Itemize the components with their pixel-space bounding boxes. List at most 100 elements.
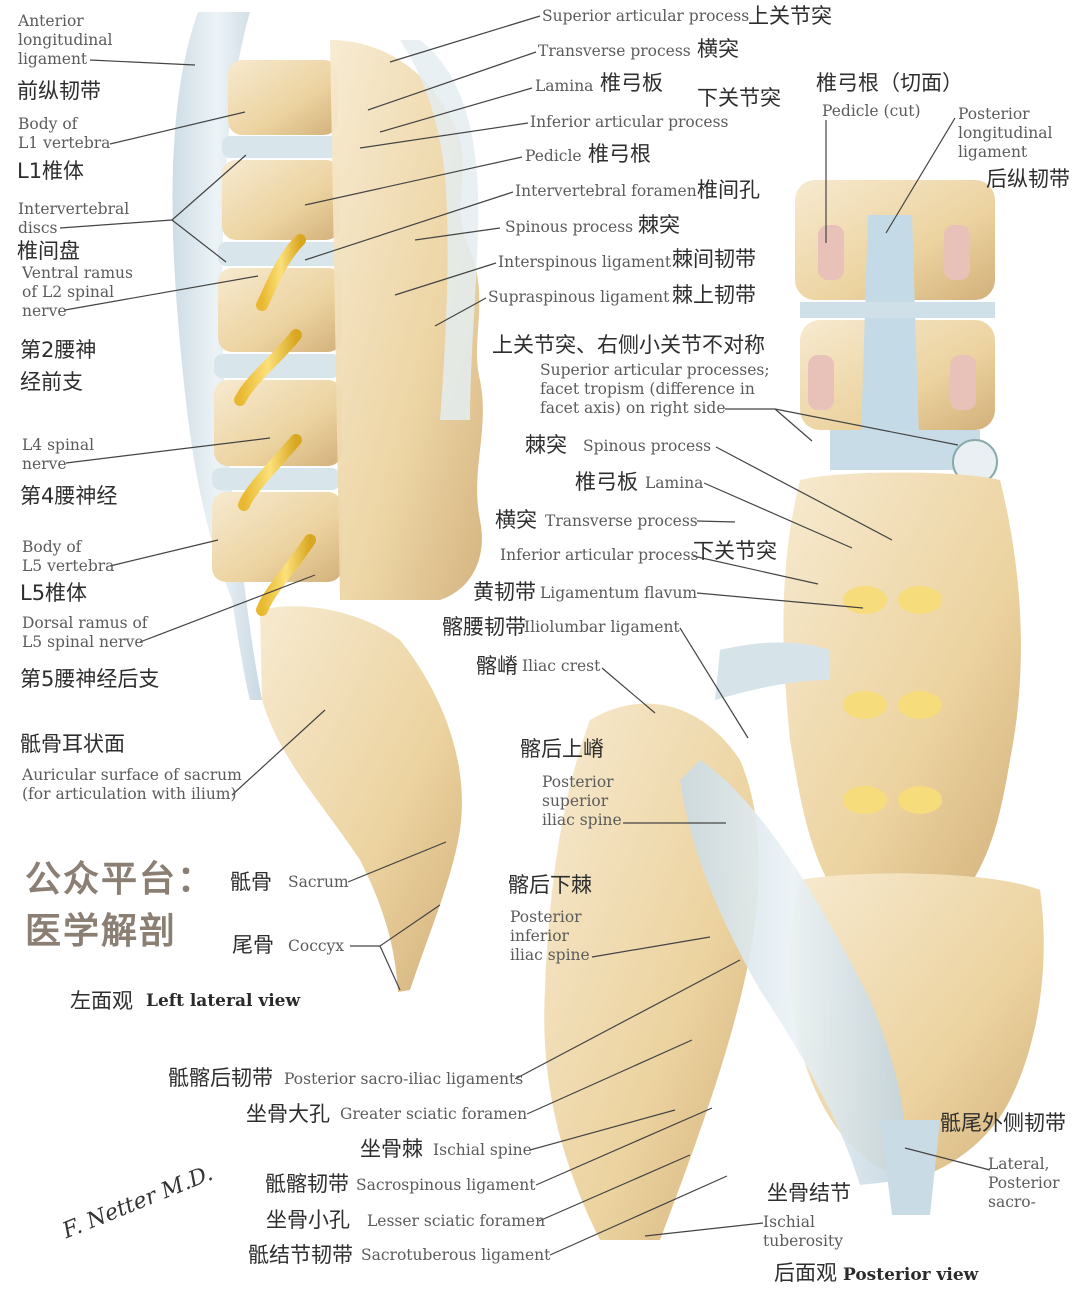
- label-ischial-spine-en: Ischial spine: [433, 1141, 532, 1159]
- label-posterior-spinous-process-cn: 棘突: [525, 433, 567, 457]
- watermark-line-2: 医学解剖: [25, 911, 178, 952]
- label-spinous-process-cn: 棘突: [638, 213, 680, 237]
- posterior-view-caption-en: Posterior view: [843, 1265, 979, 1285]
- intervertebral-disc: [214, 354, 340, 378]
- label-sacrospinous-ligament-en: Sacrospinous ligament: [356, 1176, 536, 1194]
- label-supraspinous-ligament-cn: 棘上韧带: [672, 283, 756, 307]
- label-sacrotuberous-ligament-en: Sacrotuberous ligament: [361, 1246, 551, 1264]
- label-superior-articular-process-cn: 上关节突: [748, 4, 832, 28]
- label-ischial-tuberosity-en: Ischial tuberosity: [763, 1213, 843, 1250]
- label-sacrum-en: Sacrum: [288, 873, 349, 891]
- label-posterior-lamina-en: Lamina: [645, 474, 704, 492]
- vertebral-body-l1: [228, 60, 338, 135]
- label-lamina-cn: 椎弓板: [600, 71, 663, 95]
- label-intervertebral-discs-en: Intervertebral discs: [18, 200, 130, 237]
- label-posterior-longitudinal-ligament-en: Posterior longitudinal ligament: [958, 105, 1053, 161]
- pedicle-cut-marrow: [818, 225, 844, 280]
- label-body-l1-cn: L1椎体: [17, 159, 85, 183]
- spinal-nerves-left: [234, 234, 316, 616]
- iliolumbar-ligament: [715, 642, 830, 700]
- posterior-elements: [330, 40, 483, 600]
- label-body-l1-en: Body of L1 vertebra: [18, 115, 111, 152]
- label-anterior-longitudinal-ligament-cn: 前纵韧带: [17, 79, 101, 103]
- label-inferior-articular-process-en: Inferior articular process: [530, 113, 729, 131]
- label-piis-cn: 髂后下棘: [508, 873, 592, 897]
- label-ligamentum-flavum-en: Ligamentum flavum: [540, 584, 698, 602]
- intervertebral-disc: [212, 468, 340, 490]
- vertebral-body-l3: [218, 268, 342, 352]
- label-sacrotuberous-ligament-cn: 骶结节韧带: [248, 1243, 353, 1267]
- watermark-line-1: 公众平台：: [25, 859, 216, 900]
- label-body-l5-cn: L5椎体: [20, 581, 88, 605]
- intervertebral-disc: [218, 242, 340, 266]
- posterior-longitudinal-ligament: [860, 215, 920, 470]
- label-posterior-transverse-process-cn: 横突: [495, 508, 537, 532]
- label-posterior-lamina-cn: 椎弓板: [575, 470, 638, 494]
- label-lateral-posterior-sacrococcygeal-en: Lateral, Posterior sacro-: [988, 1155, 1060, 1211]
- label-posterior-longitudinal-ligament-cn: 后纵韧带: [986, 167, 1070, 191]
- label-ligamentum-flavum-cn: 黄韧带: [473, 580, 536, 604]
- label-interspinous-ligament-en: Interspinous ligament: [498, 253, 672, 271]
- label-anterior-longitudinal-ligament-en: Anterior longitudinal ligament: [18, 12, 113, 68]
- ligamentum-flavum: [843, 586, 942, 814]
- label-l4-spinal-nerve-cn: 第4腰神经: [20, 484, 118, 508]
- lumbar-posterior-column: [783, 472, 1021, 900]
- label-body-l5-en: Body of L5 vertebra: [22, 538, 115, 575]
- vertebral-body-l2: [222, 160, 340, 240]
- label-auricular-surface-cn: 骶骨耳状面: [20, 732, 125, 756]
- posterior-disc: [800, 302, 995, 318]
- intervertebral-disc: [222, 136, 338, 158]
- label-ventral-ramus-l2-cn: 第2腰神 经前支: [20, 338, 97, 394]
- leader-lines: [59, 15, 991, 1256]
- label-dorsal-ramus-l5-cn: 第5腰神经后支: [20, 667, 160, 691]
- label-dorsal-ramus-l5-en: Dorsal ramus of L5 spinal nerve: [22, 614, 148, 651]
- label-pedicle-cut-cn: 椎弓根（切面）: [816, 71, 963, 95]
- label-ventral-ramus-l2-en: Ventral ramus of L2 spinal nerve: [22, 264, 133, 320]
- label-inferior-articular-process-cn: 下关节突: [697, 86, 781, 110]
- pedicle-cut-marrow: [944, 225, 970, 280]
- label-coccyx-en: Coccyx: [288, 937, 345, 955]
- label-auricular-surface-en: Auricular surface of sacrum (for articul…: [22, 766, 242, 803]
- vertebral-body-l4: [214, 380, 342, 466]
- label-iliolumbar-ligament-cn: 髂腰韧带: [442, 615, 526, 639]
- label-piis-en: Posterior inferior iliac spine: [510, 908, 590, 964]
- label-supraspinous-ligament-en: Supraspinous ligament: [488, 288, 670, 306]
- label-intervertebral-foramen-en: Intervertebral foramen: [515, 182, 697, 200]
- left-view-caption-en: Left lateral view: [146, 991, 301, 1011]
- sacrotuberous-ligament: [680, 760, 907, 1185]
- label-spinous-process-en: Spinous process: [505, 218, 634, 236]
- posterior-spine: [544, 180, 1044, 1240]
- label-lesser-sciatic-foramen-en: Lesser sciatic foramen: [367, 1212, 546, 1230]
- label-facet-tropism-en: Superior articular processes; facet trop…: [540, 361, 770, 417]
- label-lateral-posterior-sacrococcygeal-cn: 骶尾外侧韧带: [940, 1111, 1066, 1135]
- label-intervertebral-foramen-cn: 椎间孔: [697, 178, 760, 202]
- label-interspinous-ligament-cn: 棘间韧带: [672, 247, 756, 271]
- sacrum-coccyx: [260, 606, 462, 992]
- label-posterior-sacroiliac-cn: 骶髂后韧带: [168, 1066, 273, 1090]
- label-lamina-en: Lamina: [535, 77, 594, 95]
- label-sacrospinous-ligament-cn: 骶髂韧带: [265, 1172, 349, 1196]
- label-coccyx-cn: 尾骨: [232, 933, 274, 957]
- label-facet-tropism-cn: 上关节突、右侧小关节不对称: [492, 333, 765, 357]
- label-ischial-spine-cn: 坐骨棘: [360, 1137, 423, 1161]
- label-pedicle-en: Pedicle: [525, 147, 582, 165]
- label-posterior-spinous-process-en: Spinous process: [583, 437, 712, 455]
- label-intervertebral-discs-cn: 椎间盘: [17, 239, 80, 263]
- label-psis-en: Posterior superior iliac spine: [542, 773, 622, 829]
- label-sacrum-cn: 骶骨: [230, 870, 272, 894]
- label-psis-cn: 髂后上嵴: [520, 737, 604, 761]
- pedicle-cut-marrow: [950, 355, 976, 410]
- label-transverse-process-cn: 横突: [697, 37, 739, 61]
- label-posterior-inferior-articular-process-cn: 下关节突: [693, 539, 777, 563]
- label-iliac-crest-en: Iliac crest: [522, 657, 601, 675]
- label-ischial-tuberosity-cn: 坐骨结节: [767, 1181, 851, 1205]
- label-greater-sciatic-foramen-en: Greater sciatic foramen: [340, 1105, 528, 1123]
- label-iliolumbar-ligament-en: Iliolumbar ligament: [524, 618, 680, 636]
- left-view-caption-cn: 左面观: [70, 989, 133, 1013]
- left-lateral-spine: [172, 12, 483, 992]
- label-posterior-inferior-articular-process-en: Inferior articular process: [500, 546, 699, 564]
- label-posterior-transverse-process-en: Transverse process: [545, 512, 698, 530]
- label-posterior-sacroiliac-en: Posterior sacro-iliac ligaments: [284, 1070, 524, 1088]
- label-pedicle-cut-en: Pedicle (cut): [822, 102, 921, 120]
